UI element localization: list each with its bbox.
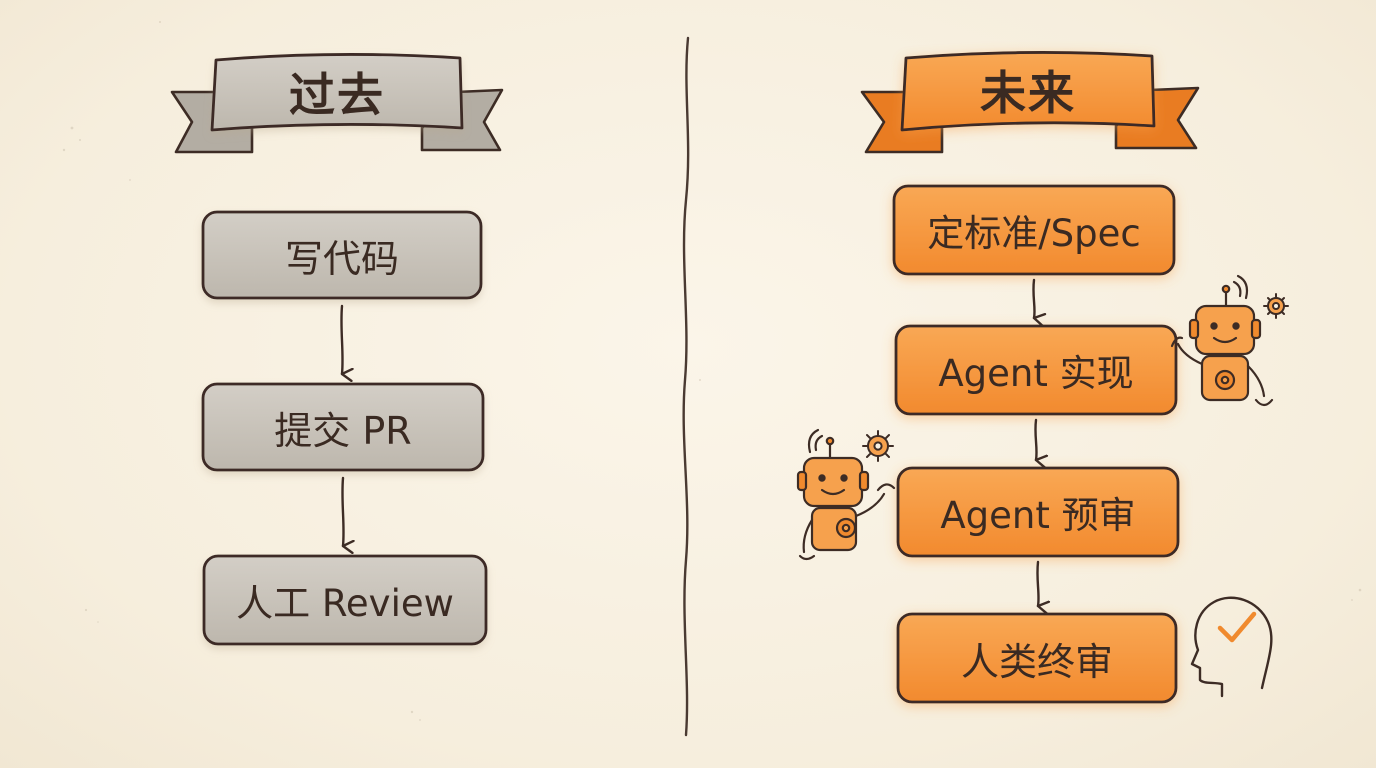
future-step-box-3: [896, 466, 1180, 558]
future-step-box-1: [892, 184, 1176, 276]
robot-icon: [796, 428, 896, 561]
gear-icon: [1263, 293, 1289, 319]
center-divider-line: [682, 36, 690, 737]
future-arrow-3: [1036, 560, 1038, 606]
heading-banner-past: [170, 53, 504, 154]
future-step-box-4: [896, 612, 1178, 704]
past-step-box-1: [201, 210, 483, 300]
future-step-box-2: [894, 324, 1178, 416]
past-step-box-3: [202, 554, 488, 646]
robot-icon: [1170, 274, 1274, 407]
future-arrow-2: [1034, 418, 1036, 460]
human-head-check-icon: [1190, 596, 1273, 698]
future-arrow-1: [1032, 278, 1034, 318]
heading-banner-future: [860, 51, 1200, 154]
past-arrow-1: [340, 304, 342, 374]
gear-icon: [862, 430, 894, 462]
paper-texture: [62, 21, 1362, 721]
past-arrow-2: [341, 476, 343, 546]
past-step-box-2: [201, 382, 485, 472]
